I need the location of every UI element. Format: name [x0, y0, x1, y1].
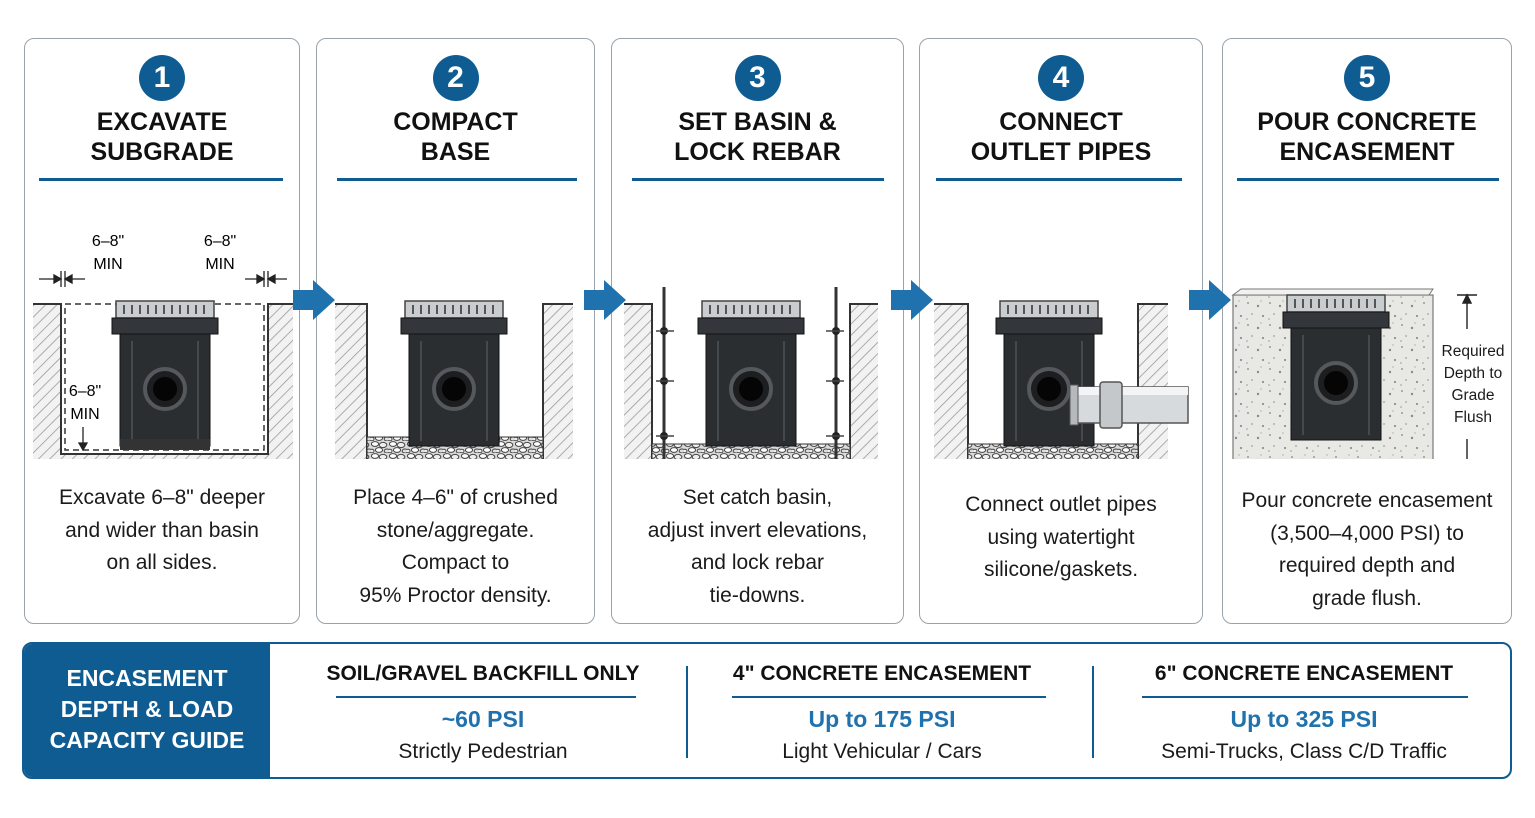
step-number-badge: 4 [1038, 55, 1084, 101]
step-number-badge: 3 [734, 55, 781, 101]
step-number-badge: 2 [432, 55, 479, 101]
guide-column-6in: 6" CONCRETE ENCASEMENT Up to 325 PSI Sem… [1138, 644, 1470, 777]
arrow-right-icon [584, 280, 626, 320]
svg-text:Depth to: Depth to [1444, 365, 1503, 382]
column-heading: 4" CONCRETE ENCASEMENT [732, 662, 1032, 685]
load-capacity-guide: ENCASEMENT DEPTH & LOAD CAPACITY GUIDE S… [22, 642, 1512, 779]
step-card-5: 5 POUR CONCRETE ENCASEMENT Required Dept… [1222, 38, 1512, 624]
title-rule [337, 178, 577, 181]
title-rule [632, 178, 884, 181]
column-use: Strictly Pedestrian [398, 740, 568, 763]
column-value: Up to 175 PSI [808, 706, 956, 732]
guide-column-soil: SOIL/GRAVEL BACKFILL ONLY ~60 PSI Strict… [324, 644, 642, 777]
column-divider [1092, 666, 1094, 758]
column-use: Light Vehicular / Cars [782, 740, 982, 763]
dim-left-label: 6–8" [92, 233, 124, 250]
step-description: Pour concrete encasement (3,500–4,000 PS… [1241, 489, 1493, 610]
title-rule [1237, 178, 1499, 181]
basin-rebar-diagram [624, 287, 878, 459]
concrete-encasement-diagram: Required Depth to Grade Flush [1231, 288, 1505, 459]
title-rule [39, 178, 283, 181]
svg-text:MIN: MIN [70, 406, 99, 423]
svg-text:MIN: MIN [93, 256, 122, 273]
svg-text:Flush: Flush [1454, 409, 1492, 426]
column-divider [686, 666, 688, 758]
step-title: POUR CONCRETE ENCASEMENT [1257, 108, 1477, 166]
column-heading: 6" CONCRETE ENCASEMENT [1154, 662, 1454, 685]
svg-text:Grade: Grade [1451, 387, 1494, 404]
guide-title: ENCASEMENT DEPTH & LOAD CAPACITY GUIDE [24, 644, 270, 777]
column-value: Up to 325 PSI [1230, 706, 1378, 732]
arrow-right-icon [293, 280, 335, 320]
step-card-4: 4 CONNECT OUTLET PIPES Connect outlet pi… [919, 38, 1203, 624]
depth-label: Required [1442, 343, 1505, 360]
step-title: COMPACT BASE [393, 108, 518, 166]
svg-text:MIN: MIN [205, 256, 234, 273]
step-card-2: 2 COMPACT BASE Place 4–6" of crushed sto… [316, 38, 595, 624]
column-use: Semi-Trucks, Class C/D Traffic [1161, 740, 1447, 763]
step-number-badge: 1 [139, 55, 185, 101]
arrow-right-icon [891, 280, 933, 320]
step-number-badge: 5 [1344, 55, 1390, 101]
column-value: ~60 PSI [441, 706, 525, 732]
outlet-pipe-diagram [934, 299, 1189, 459]
column-rule [732, 696, 1046, 698]
guide-column-4in: 4" CONCRETE ENCASEMENT Up to 175 PSI Lig… [724, 644, 1046, 777]
column-heading: SOIL/GRAVEL BACKFILL ONLY [326, 662, 640, 685]
step-title: SET BASIN & LOCK REBAR [674, 108, 841, 166]
step-title: EXCAVATE SUBGRADE [90, 108, 234, 166]
column-rule [336, 696, 636, 698]
title-rule [936, 178, 1182, 181]
dim-right-label: 6–8" [204, 233, 236, 250]
arrow-right-icon [1189, 280, 1231, 320]
column-rule [1142, 696, 1468, 698]
step-title: CONNECT OUTLET PIPES [970, 108, 1152, 166]
excavation-diagram: 6–8" MIN 6–8" MIN 6–8" MIN [33, 233, 293, 459]
step-description: Place 4–6" of crushed stone/aggregate. C… [353, 486, 558, 607]
compacted-base-diagram [335, 299, 573, 459]
step-description: Excavate 6–8" deeper and wider than basi… [59, 486, 265, 574]
step-card-1: 1 EXCAVATE SUBGRADE 6–8" MIN 6–8" MIN 6–… [24, 38, 300, 624]
dim-bottom-label: 6–8" [69, 383, 101, 400]
step-card-3: 3 SET BASIN & LOCK REBAR Set catch basin… [611, 38, 904, 624]
step-description: Set catch basin, adjust invert elevation… [647, 486, 868, 607]
step-description: Connect outlet pipes using watertight si… [965, 493, 1157, 581]
